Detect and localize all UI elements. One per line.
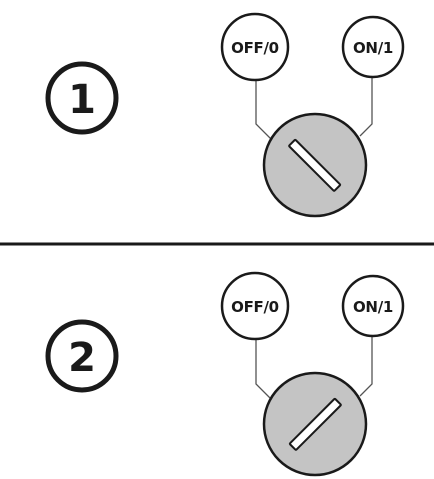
step-2-number: 2 bbox=[68, 335, 96, 381]
step-1-number: 1 bbox=[68, 77, 96, 123]
step-number-circle bbox=[45, 61, 119, 135]
step-number-circle bbox=[45, 319, 119, 393]
position-circle bbox=[341, 274, 405, 338]
position-circle bbox=[220, 12, 290, 82]
off-position-label: OFF/0 bbox=[231, 39, 279, 57]
step-1-on-position: ON/1 bbox=[341, 15, 405, 79]
on-position-label: ON/1 bbox=[353, 39, 393, 57]
on-connector-line bbox=[359, 336, 373, 397]
step-2-off-position: OFF/0 bbox=[220, 271, 290, 341]
position-circle bbox=[341, 15, 405, 79]
step-1-key-knob bbox=[262, 112, 368, 218]
off-connector-line bbox=[255, 76, 273, 141]
off-connector-line bbox=[255, 336, 273, 401]
step-1-number-badge: 1 bbox=[45, 61, 119, 135]
step-2-number-badge: 2 bbox=[45, 319, 119, 393]
key-slot-on-icon bbox=[288, 397, 342, 451]
on-connector-line bbox=[359, 76, 373, 137]
step-1-panel: 1 OFF/0 ON/1 bbox=[45, 12, 405, 218]
step-2-panel: 2 OFF/0 ON/1 bbox=[45, 271, 405, 477]
step-2-on-position: ON/1 bbox=[341, 274, 405, 338]
position-circle bbox=[220, 271, 290, 341]
step-2-key-knob bbox=[262, 371, 368, 477]
key-slot-off-icon bbox=[288, 138, 342, 192]
off-position-label: OFF/0 bbox=[231, 298, 279, 316]
on-position-label: ON/1 bbox=[353, 298, 393, 316]
step-1-off-position: OFF/0 bbox=[220, 12, 290, 82]
